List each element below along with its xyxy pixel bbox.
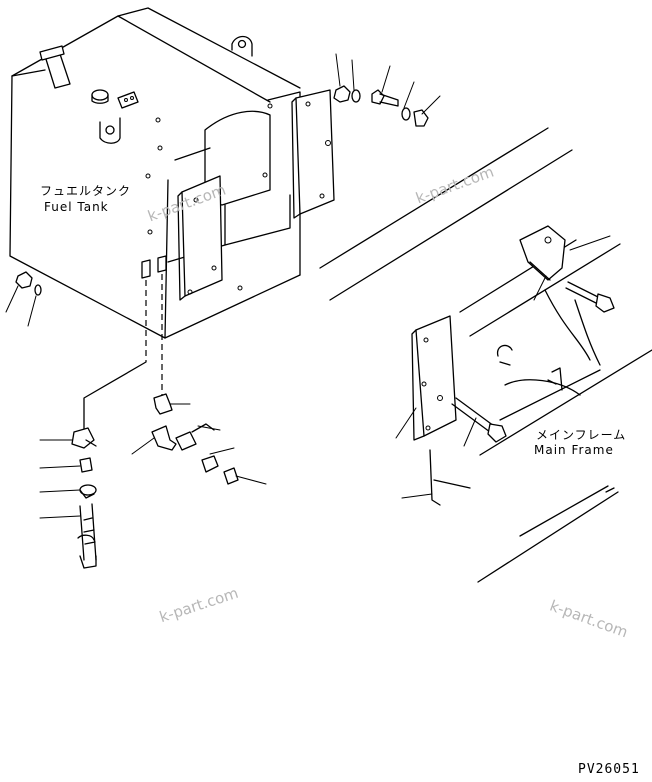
washer-top bbox=[351, 89, 411, 121]
tank-bracket-left bbox=[177, 175, 223, 301]
main-frame-label-jp: メインフレーム bbox=[536, 428, 627, 442]
leader-lines bbox=[5, 53, 611, 519]
fuel-tank-label-en: Fuel Tank bbox=[44, 200, 109, 214]
frame-bracket-upper bbox=[519, 225, 566, 281]
main-frame bbox=[319, 127, 652, 583]
drain-assembly bbox=[71, 255, 239, 569]
nut-top bbox=[333, 85, 429, 127]
fuel-tank-label-jp: フュエルタンク bbox=[40, 184, 132, 198]
bolt-top bbox=[371, 89, 399, 107]
main-frame-label-en: Main Frame bbox=[534, 443, 614, 457]
frame-bracket-main bbox=[411, 315, 457, 441]
nut-left bbox=[15, 271, 42, 296]
drawing-code: PV26051 bbox=[578, 762, 640, 777]
bolt-lower bbox=[451, 397, 507, 443]
tank-bracket-right bbox=[291, 89, 335, 219]
bolt-upper bbox=[565, 281, 615, 313]
fuel-tank bbox=[9, 7, 301, 339]
